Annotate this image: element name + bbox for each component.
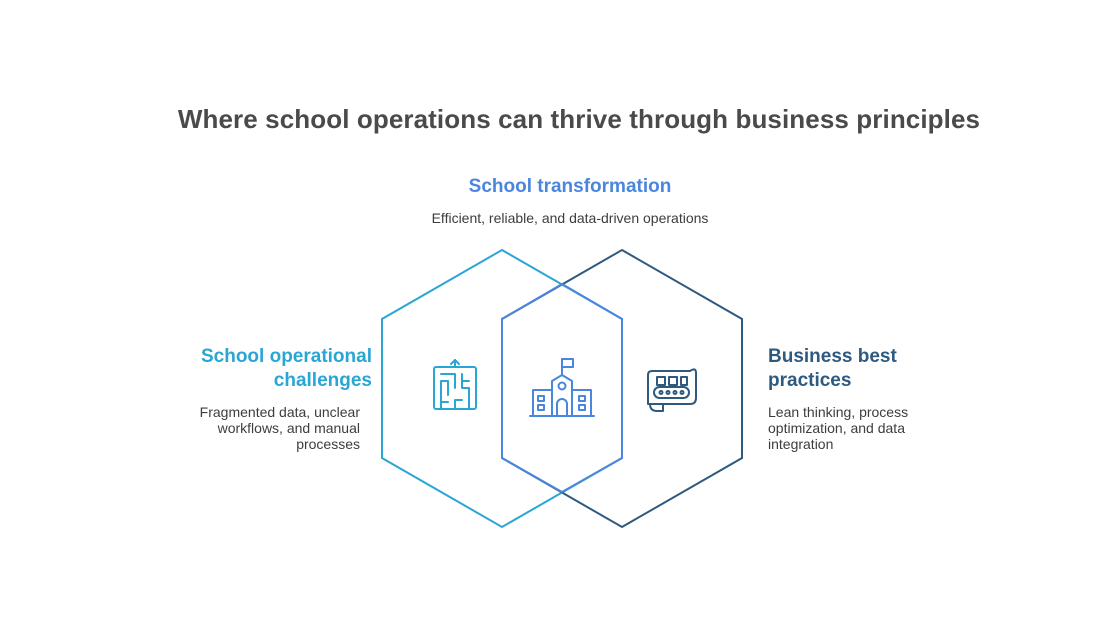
page-title: Where school operations can thrive throu… bbox=[177, 104, 981, 134]
top-section-description: Efficient, reliable, and data-driven ope… bbox=[431, 210, 709, 226]
right-section-description: Lean thinking, process optimization, and… bbox=[768, 404, 909, 452]
left-section-description: Fragmented data, unclear workflows, and … bbox=[199, 404, 360, 452]
intersection-hexagon bbox=[501, 282, 623, 494]
maze-icon bbox=[433, 359, 477, 410]
top-section-label: School transformation bbox=[468, 176, 672, 197]
right-section-label: Business best practices bbox=[768, 346, 897, 391]
conveyor-belt-icon bbox=[647, 368, 697, 412]
school-building-icon bbox=[529, 358, 595, 417]
left-section-label: School operational challenges bbox=[200, 346, 372, 391]
